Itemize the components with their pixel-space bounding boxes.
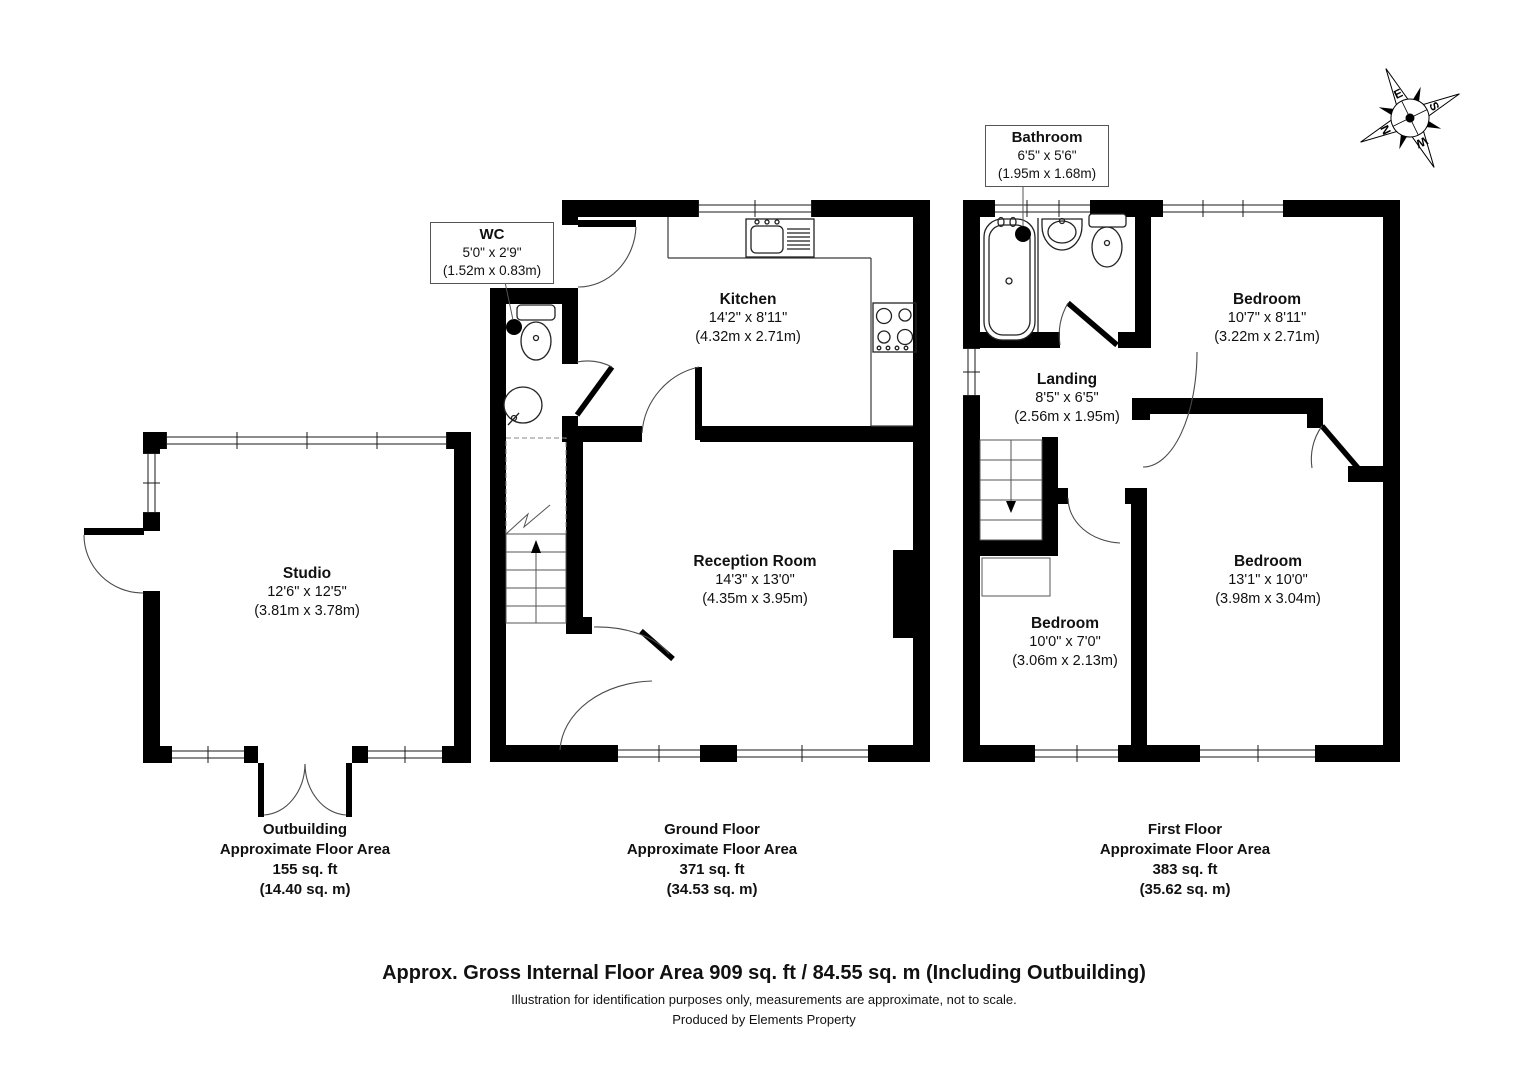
room-label-studio: Studio 12'6" x 12'5" (3.81m x 3.78m) [157, 564, 457, 621]
room-dims-imperial: 10'7" x 8'11" [1227, 310, 1307, 326]
kitchen-counter [667, 217, 913, 427]
room-dims-metric: (1.95m x 1.68m) [997, 166, 1097, 181]
floor-name: First Floor [1147, 821, 1223, 838]
room-dims-metric: (4.35m x 3.95m) [702, 591, 808, 607]
bathtub-icon [983, 216, 1039, 341]
room-dims-imperial: 5'0" x 2'9" [462, 245, 522, 260]
room-name: Bedroom [1030, 615, 1100, 632]
room-dims-imperial: 13'1" x 10'0" [1228, 572, 1308, 588]
floor-summary-ground: Ground Floor Approximate Floor Area 371 … [562, 820, 862, 900]
room-dims-imperial: 8'5" x 6'5" [1035, 390, 1099, 406]
room-name: WC [479, 226, 505, 243]
floor-name: Ground Floor [664, 821, 760, 838]
room-dims-metric: (4.32m x 2.71m) [695, 329, 801, 345]
staircase-first [979, 439, 1051, 597]
kitchen-sink-icon [745, 218, 815, 258]
room-dims-metric: (3.81m x 3.78m) [254, 603, 360, 619]
floor-area-m: (34.53 sq. m) [666, 881, 758, 898]
ground-floor-doors [559, 220, 702, 751]
room-label-bedroom-top-right: Bedroom 10'7" x 8'11" (3.22m x 2.71m) [1117, 290, 1417, 347]
room-label-landing: Landing 8'5" x 6'5" (2.56m x 1.95m) [917, 370, 1217, 427]
floor-area-m: (14.40 sq. m) [259, 881, 351, 898]
compass-icon: N E S W [1360, 68, 1460, 168]
room-dims-imperial: 14'2" x 8'11" [708, 310, 788, 326]
room-label-bedroom-bottom-left: Bedroom 10'0" x 7'0" (3.06m x 2.13m) [915, 614, 1215, 671]
floor-area-ft: 155 sq. ft [272, 861, 338, 878]
room-dims-metric: (3.22m x 2.71m) [1214, 329, 1320, 345]
room-dims-metric: (3.06m x 2.13m) [1012, 653, 1118, 669]
floor-area-ft: 371 sq. ft [679, 861, 745, 878]
floor-subtitle: Approximate Floor Area [219, 841, 391, 858]
floor-name: Outbuilding [262, 821, 348, 838]
room-label-reception: Reception Room 14'3" x 13'0" (4.35m x 3.… [605, 552, 905, 609]
room-label-wc: WC 5'0" x 2'9" (1.52m x 0.83m) [430, 222, 554, 284]
wc-toilet-icon [506, 304, 556, 361]
room-dims-metric: (2.56m x 1.95m) [1014, 409, 1120, 425]
floor-summary-first: First Floor Approximate Floor Area 383 s… [1035, 820, 1335, 900]
room-name: Bedroom [1232, 291, 1302, 308]
ground-floor-windows [618, 200, 868, 762]
floor-area-ft: 383 sq. ft [1152, 861, 1218, 878]
room-label-bathroom: Bathroom 6'5" x 5'6" (1.95m x 1.68m) [985, 125, 1109, 187]
outbuilding-windows [143, 432, 447, 763]
first-floor-windows [963, 200, 1315, 762]
room-name: Kitchen [719, 291, 777, 308]
room-label-kitchen: Kitchen 14'2" x 8'11" (4.32m x 2.71m) [598, 290, 898, 347]
floor-subtitle: Approximate Floor Area [626, 841, 798, 858]
room-name: Landing [1036, 371, 1098, 388]
room-name: Studio [282, 565, 332, 582]
disclaimer-text: Illustration for identification purposes… [511, 992, 1017, 1007]
wc-basin-icon [503, 386, 543, 426]
outbuilding-doors [83, 528, 352, 817]
room-dims-metric: (3.98m x 3.04m) [1215, 591, 1321, 607]
outbuilding-walls [143, 432, 471, 763]
room-dims-imperial: 12'6" x 12'5" [267, 584, 347, 600]
first-floor-walls [963, 200, 1400, 762]
first-floor-doors [1058, 300, 1361, 544]
room-dims-metric: (1.52m x 0.83m) [442, 263, 542, 278]
room-dims-imperial: 10'0" x 7'0" [1029, 634, 1101, 650]
floor-area-m: (35.62 sq. m) [1139, 881, 1231, 898]
bathroom-toilet-icon [1088, 213, 1127, 268]
label-leader-lines [504, 182, 1024, 321]
room-name: Reception Room [693, 553, 817, 570]
gross-floor-area-text: Approx. Gross Internal Floor Area 909 sq… [382, 962, 1146, 984]
room-label-bedroom-bottom-right: Bedroom 13'1" x 10'0" (3.98m x 3.04m) [1118, 552, 1418, 609]
room-name: Bathroom [1011, 129, 1083, 146]
room-dims-imperial: 6'5" x 5'6" [1017, 148, 1077, 163]
staircase-ground [505, 437, 567, 624]
bathroom-basin-icon [1041, 217, 1083, 251]
floor-summary-outbuilding: Outbuilding Approximate Floor Area 155 s… [155, 820, 455, 900]
room-name: Bedroom [1233, 553, 1303, 570]
hob-icon [872, 302, 917, 353]
room-dims-imperial: 14'3" x 13'0" [715, 572, 795, 588]
credit-text: Produced by Elements Property [672, 1012, 856, 1027]
floor-subtitle: Approximate Floor Area [1099, 841, 1271, 858]
ground-floor-walls [490, 200, 930, 762]
